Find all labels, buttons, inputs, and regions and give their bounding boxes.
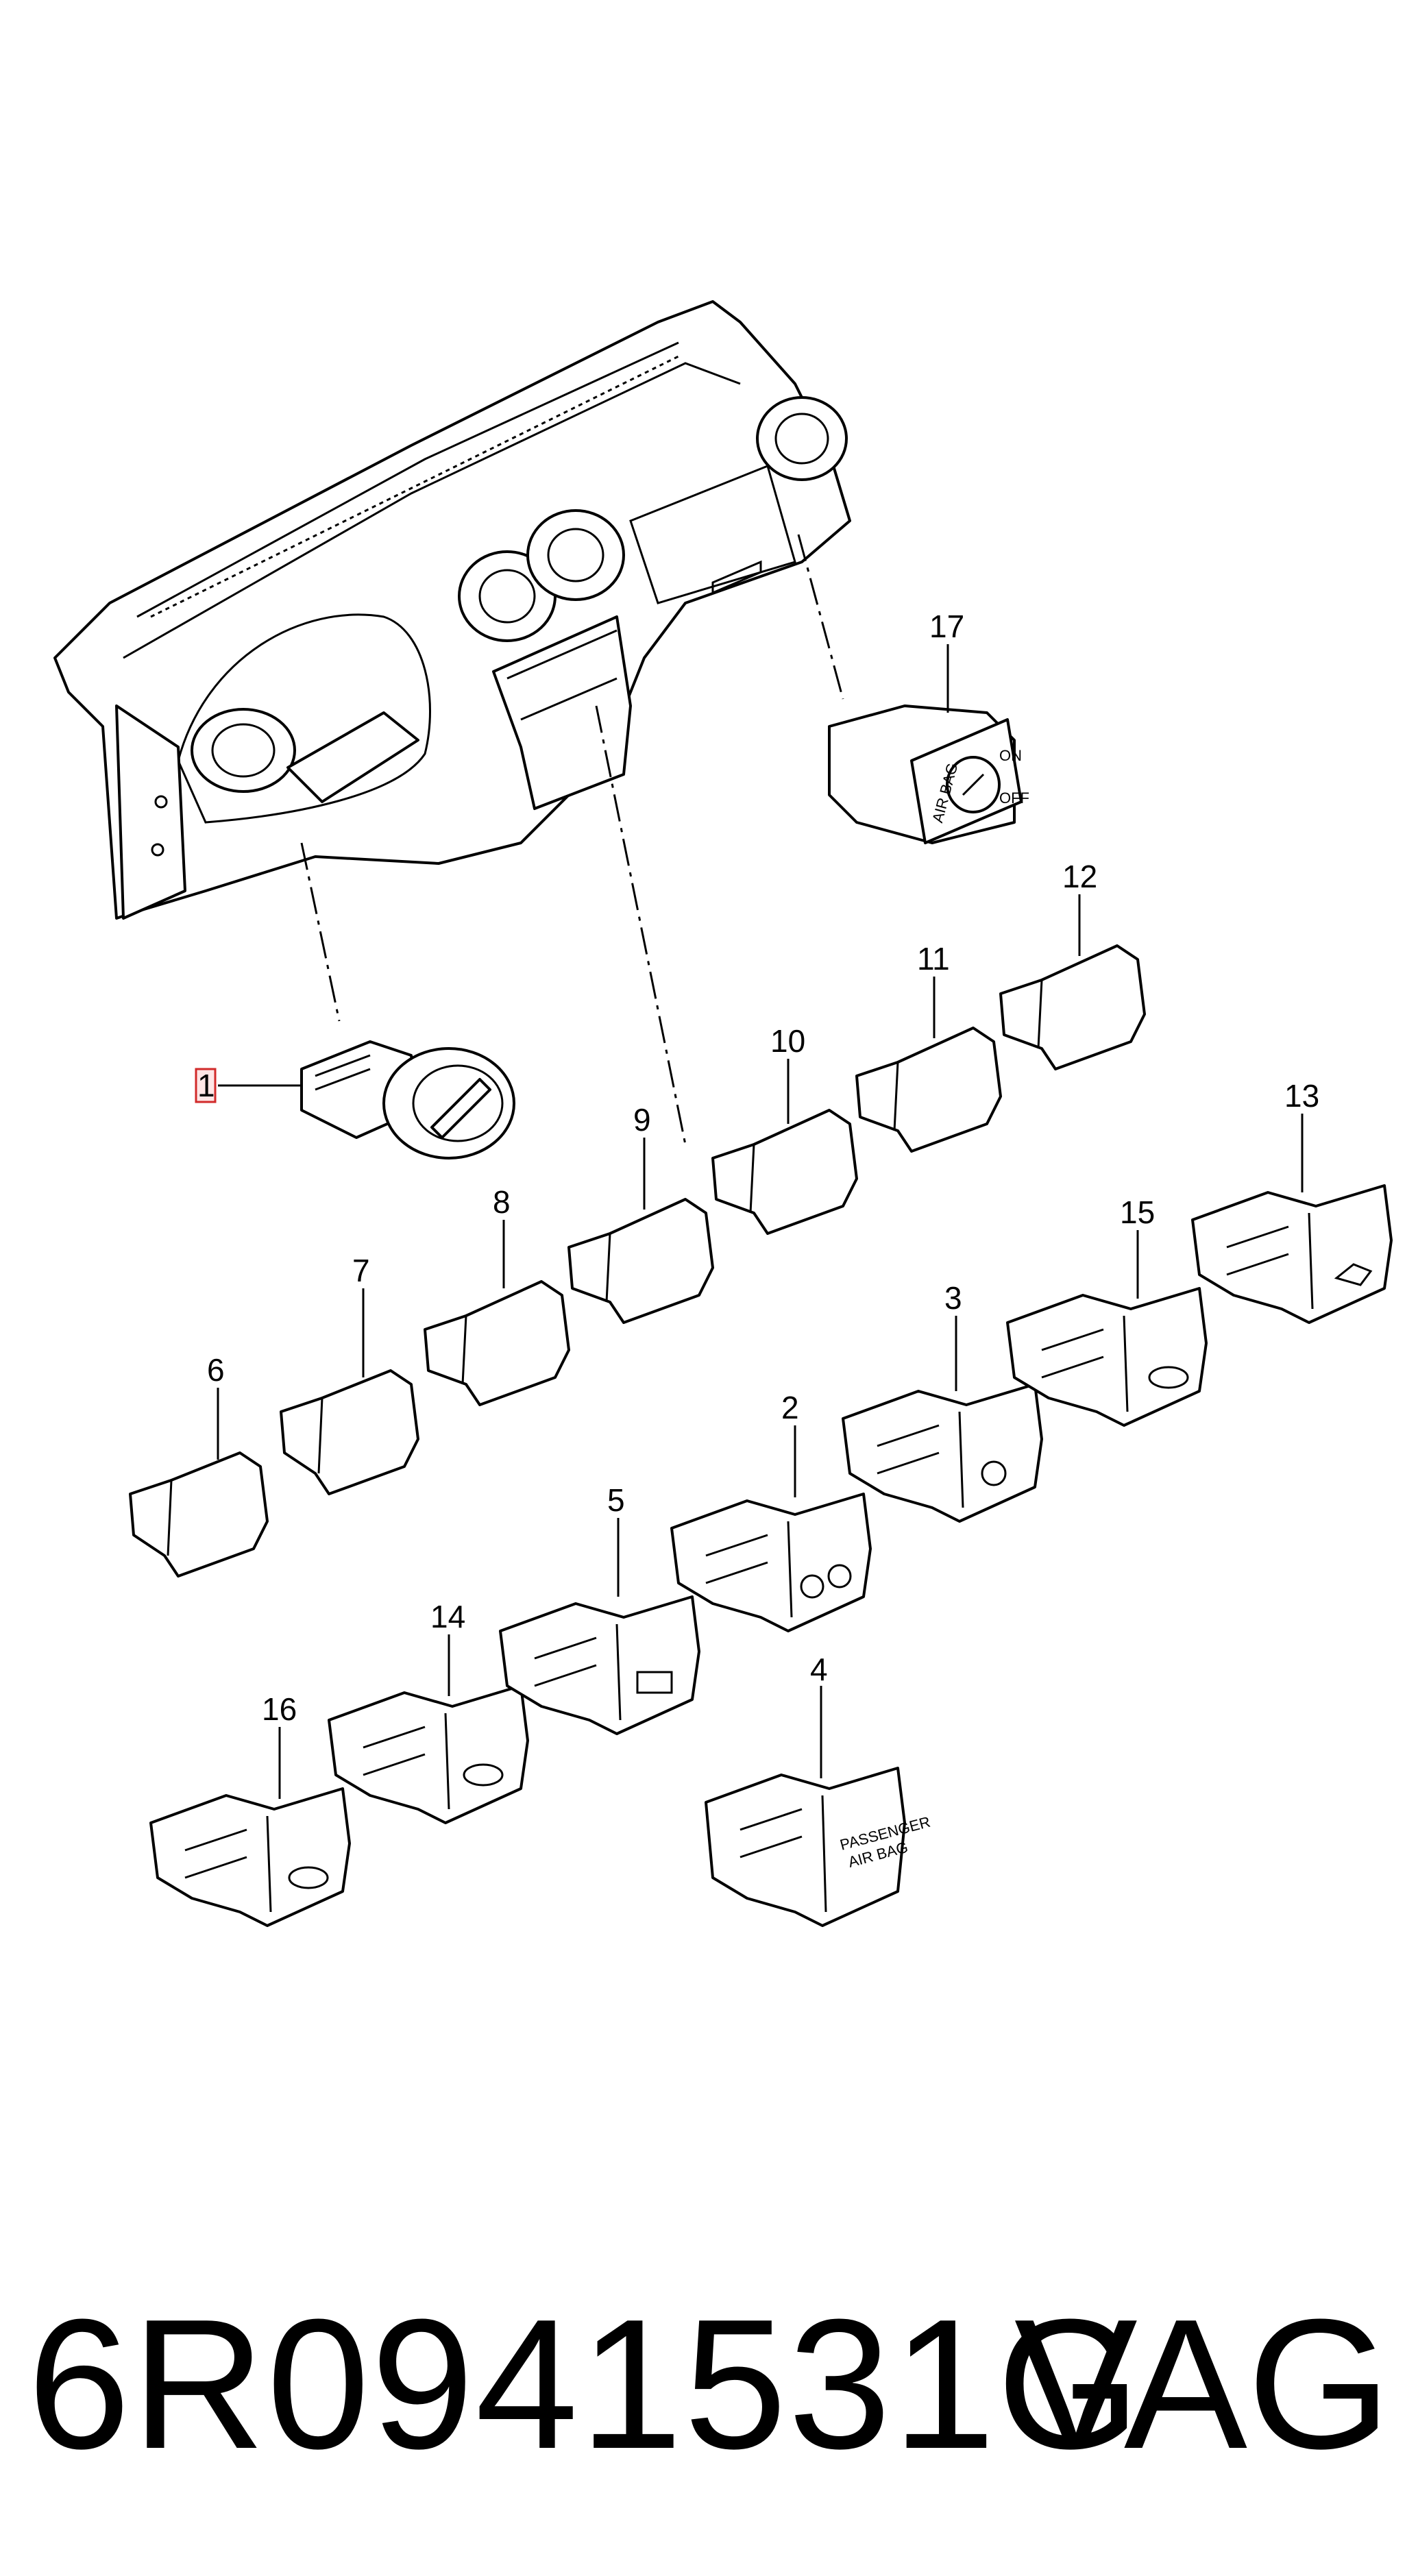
- part-11-blank-cap: [855, 1027, 1002, 1153]
- callout-10: 10: [770, 1023, 805, 1059]
- part-15-switch: [1006, 1230, 1208, 1427]
- part-14-switch: [328, 1634, 529, 1824]
- part-5-rear-defrost-switch: [499, 1518, 700, 1735]
- leader-lines: [300, 534, 844, 1145]
- callout-13: 13: [1284, 1078, 1319, 1114]
- part-13-trunk-release-switch: [1191, 1114, 1393, 1324]
- part-9-blank-cap: [567, 1198, 714, 1324]
- callout-9: 9: [633, 1102, 651, 1138]
- part-7-blank-cap: [280, 1369, 419, 1495]
- left-side-panel: [115, 704, 186, 920]
- airbag-off-label: OFF: [999, 789, 1029, 807]
- part-10-blank-cap: [711, 1109, 858, 1235]
- callout-3: 3: [944, 1280, 962, 1316]
- callout-11: 11: [917, 941, 950, 977]
- part-17-airbag-key-switch: ON OFF AIR BAG: [828, 644, 1029, 844]
- part-8-blank-cap: [424, 1280, 570, 1406]
- part-4-passenger-airbag-indicator: PASSENGER AIR BAG: [705, 1686, 932, 1927]
- vent-right: [756, 396, 848, 481]
- brand-name: VAG: [1014, 2281, 1391, 2488]
- callout-4: 4: [810, 1652, 828, 1687]
- callout-17: 17: [929, 609, 964, 644]
- callout-8: 8: [493, 1184, 511, 1220]
- dashboard-illustration: [53, 300, 851, 920]
- part-16-switch: [149, 1727, 351, 1927]
- callout-2: 2: [781, 1390, 799, 1425]
- steering-column: [286, 711, 419, 803]
- rotary-knob: [430, 1078, 491, 1139]
- callout-numbers: 1 2 3 4 5 6 7 8 9 10 11 12 13 14 15 16 1…: [197, 609, 1319, 1727]
- center-stack: [492, 615, 632, 810]
- part-1-light-switch: [195, 1040, 515, 1160]
- vent-center-right: [526, 509, 625, 601]
- callout-7: 7: [352, 1253, 370, 1288]
- part-12-blank-cap: [999, 944, 1146, 1070]
- switches: PASSENGER AIR BAG: [149, 1114, 1393, 1927]
- part-number: 6R0941531G: [27, 2281, 1142, 2488]
- callout-1: 1: [197, 1068, 215, 1103]
- callout-1-highlight: [195, 1068, 217, 1103]
- part-3-rear-fog-switch: [842, 1316, 1043, 1523]
- vent-left: [191, 708, 296, 793]
- part-2-fog-light-switch: [670, 1425, 872, 1632]
- airbag-on-label: ON: [999, 747, 1022, 764]
- callout-5: 5: [607, 1482, 625, 1518]
- callout-12: 12: [1062, 859, 1097, 894]
- footer: 6R0941531G VAG: [27, 2282, 1391, 2488]
- part-6-blank-cap: [129, 1451, 269, 1578]
- callout-16: 16: [262, 1691, 297, 1727]
- callout-15: 15: [1120, 1194, 1155, 1230]
- blank-caps: [129, 894, 1146, 1578]
- callout-14: 14: [430, 1599, 465, 1634]
- callout-6: 6: [207, 1352, 225, 1388]
